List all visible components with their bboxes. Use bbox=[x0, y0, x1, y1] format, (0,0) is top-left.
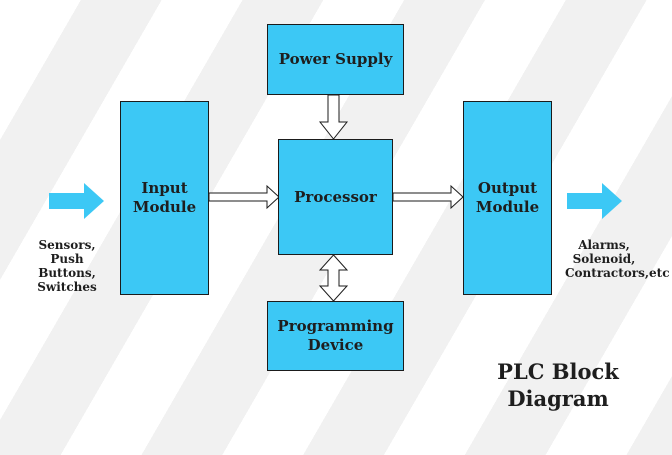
input-module-label: Input Module bbox=[132, 179, 197, 216]
input-to-processor-arrow bbox=[208, 184, 280, 210]
power-supply-block: Power Supply bbox=[267, 24, 404, 95]
processor-label: Processor bbox=[294, 187, 377, 206]
diagram-caption: PLC Block Diagram bbox=[497, 359, 619, 411]
power-to-processor-arrow bbox=[318, 94, 349, 140]
programming-device-block: Programming Device bbox=[267, 301, 404, 371]
inputs-label: Sensors, Push Buttons, Switches bbox=[37, 238, 97, 294]
processor-to-output-arrow bbox=[392, 184, 464, 210]
power-supply-label: Power Supply bbox=[278, 50, 393, 68]
processor-block: Processor bbox=[278, 139, 393, 255]
output-module-block: Output Module bbox=[463, 101, 552, 295]
input-flow-arrow bbox=[49, 183, 104, 219]
processor-programming-arrow bbox=[318, 254, 349, 302]
outputs-label: Alarms, Solenoid, Contractors,etc bbox=[565, 238, 670, 280]
programming-device-label: Programming Device bbox=[277, 317, 394, 354]
output-flow-arrow bbox=[567, 183, 622, 219]
output-module-label: Output Module bbox=[475, 179, 540, 216]
input-module-block: Input Module bbox=[120, 101, 209, 295]
